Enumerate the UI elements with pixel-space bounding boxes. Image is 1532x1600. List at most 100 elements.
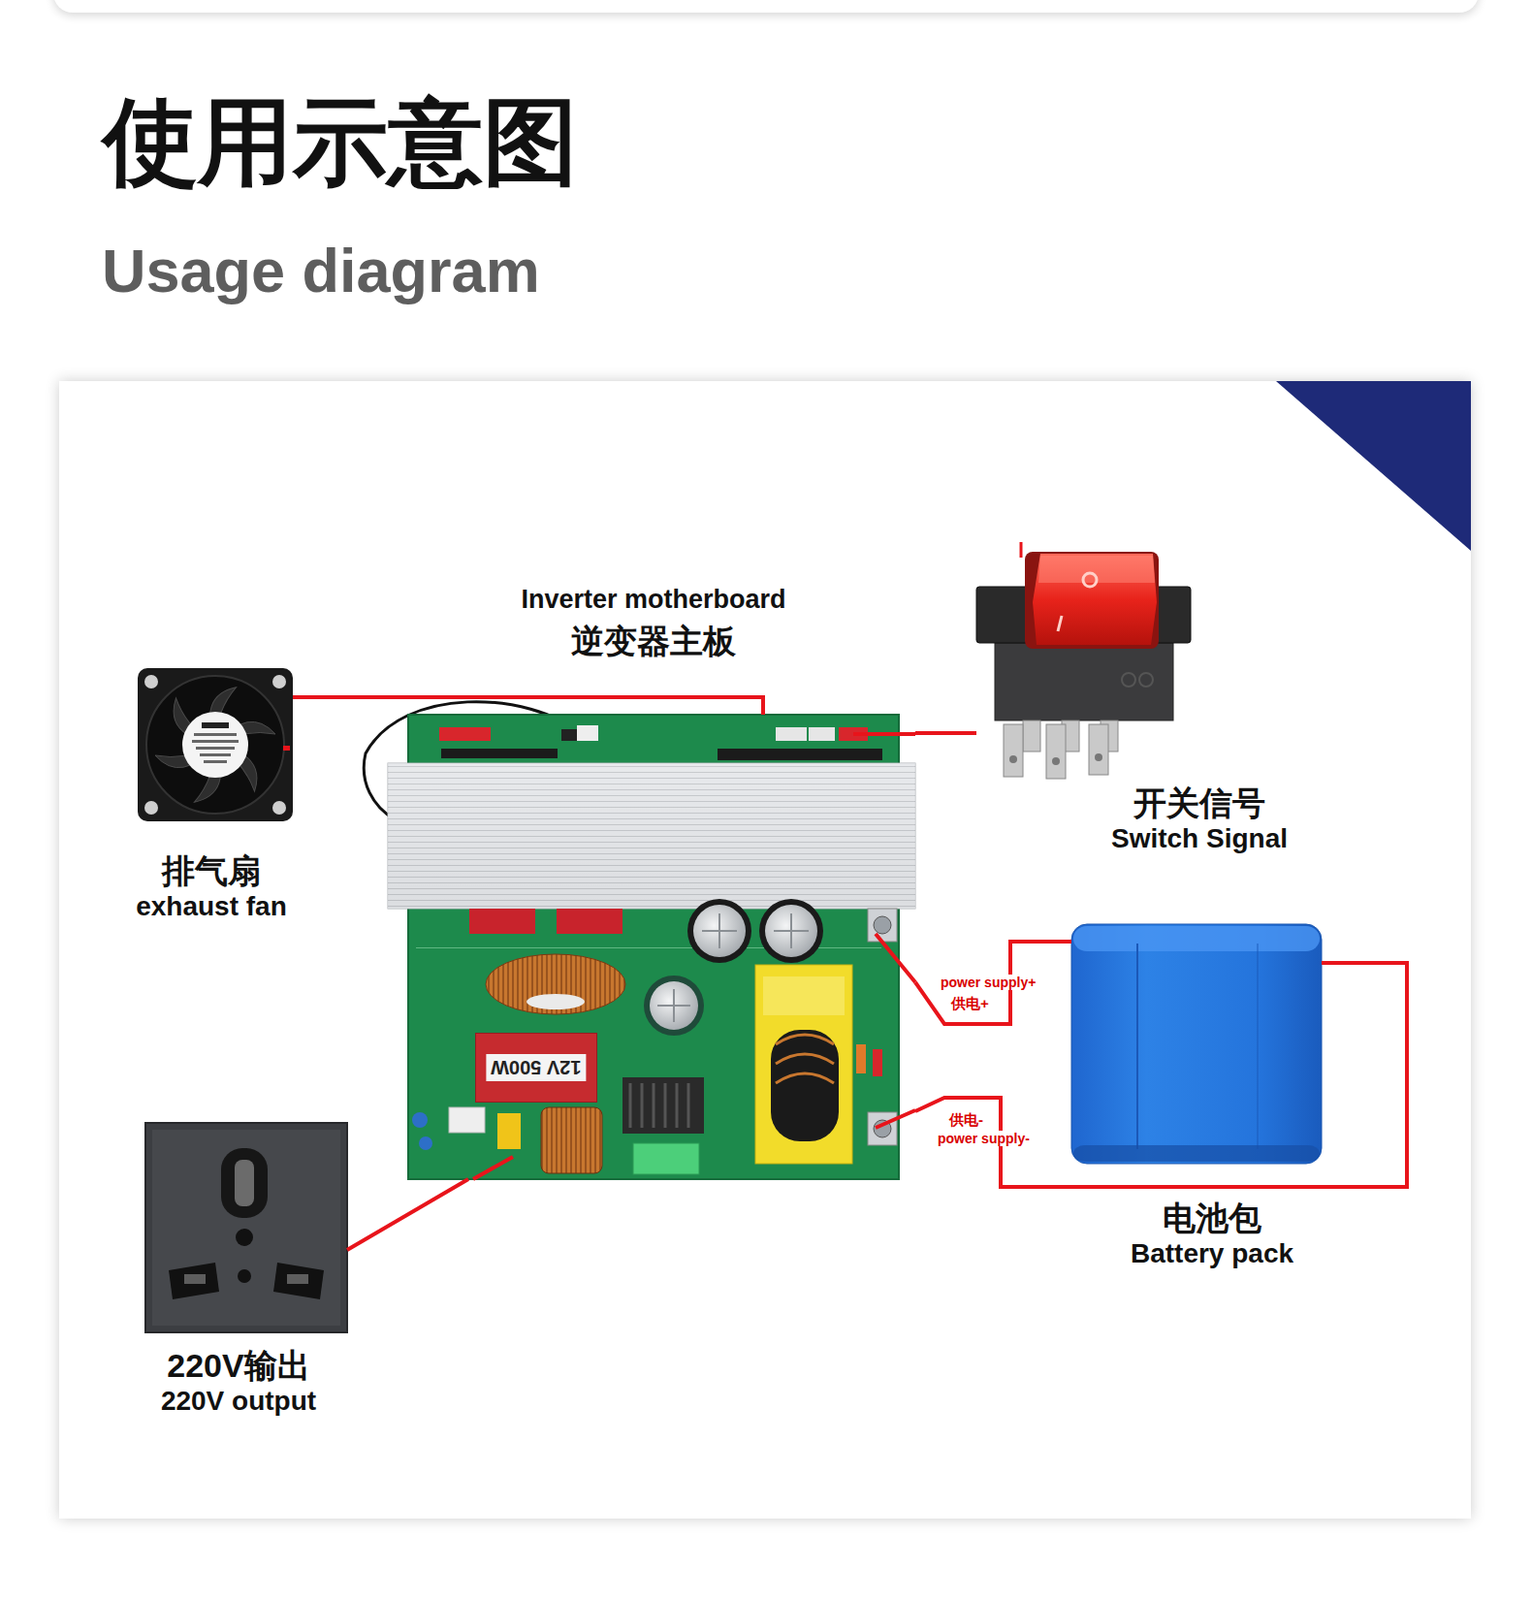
page-title: 使用示意图 [102, 94, 578, 190]
fan-art-part [283, 745, 290, 751]
component-label: 排气扇 [135, 851, 288, 891]
subtitle-box: Usage diagram [101, 240, 541, 302]
board-art-part [497, 1113, 521, 1149]
red-wire [915, 962, 1407, 1187]
exhaust-fan: 排气扇exhaust fan [137, 668, 293, 822]
socket-art-part [273, 1262, 324, 1300]
battery-art [1071, 924, 1322, 1164]
fan-art-part [199, 753, 231, 757]
red-wire [915, 941, 1072, 1024]
switch-art-part [1094, 753, 1103, 762]
switch-art-part-part [1046, 724, 1066, 779]
title-box: 使用示意图 [102, 94, 578, 190]
label-holder: power supply- [935, 1130, 1032, 1147]
terminal-label: 供电+ [949, 994, 991, 1013]
fan-art-part [272, 800, 287, 815]
switch-art-part-part [1088, 724, 1109, 775]
wire-label: power supply- [935, 1130, 1032, 1147]
terminal-label: 供电- [947, 1111, 986, 1129]
board-art-part [856, 1044, 866, 1074]
socket-art-part [237, 1269, 252, 1283]
node-caption: 排气扇exhaust fan [135, 851, 288, 924]
switch-art [976, 542, 1191, 779]
label-holder: 供电- [947, 1111, 986, 1129]
red-wire [347, 1179, 469, 1250]
subtitle: Usage diagram [101, 240, 541, 302]
node-caption: 电池包Battery pack [1130, 1198, 1294, 1271]
ac-socket: 220V输出220V output [145, 1122, 348, 1333]
label-holder: 供电+ [949, 994, 991, 1013]
component-label: 开关信号 [1111, 783, 1288, 823]
component-label: 逆变器主板 [520, 618, 786, 664]
socket-art-part [235, 1228, 254, 1246]
switch-art-part [1020, 542, 1023, 558]
board-art-part [867, 908, 897, 942]
switch-art-part [1009, 755, 1018, 764]
board-art-part [576, 725, 599, 741]
board-art-part [526, 993, 585, 1010]
rocker-switch: 开关信号Switch Signal [976, 543, 1191, 781]
board-art-part [418, 1136, 433, 1150]
socket-art-part [221, 1148, 268, 1218]
board-art-part [808, 727, 835, 741]
fan-art-part [146, 675, 285, 814]
battery-art-part [1071, 924, 1322, 1164]
fan-art-part [155, 680, 276, 808]
switch-art-part [1057, 615, 1062, 632]
board-art [363, 702, 916, 1180]
red-wire [915, 731, 977, 735]
board-art-part [441, 748, 558, 759]
board-art-part [867, 1112, 897, 1146]
board-art-part [775, 727, 807, 741]
component-label: 220V output [160, 1384, 317, 1418]
switch-art-part [1121, 672, 1136, 687]
board-art-part [763, 976, 845, 1016]
board-art-part [622, 1077, 704, 1134]
component-label: 220V输出 [160, 1345, 317, 1385]
socket-art-part [152, 1129, 341, 1326]
fan-art-part [193, 733, 237, 736]
inverter-board: Inverter motherboard逆变器主板12V 500W [383, 714, 916, 1180]
board-art-part [630, 1083, 689, 1128]
switch-art-part [1083, 573, 1097, 587]
switch-art-part [994, 642, 1174, 721]
board-art-part [412, 1112, 428, 1128]
board-art-part [717, 748, 883, 761]
battery-pack: 电池包Battery pack [1071, 924, 1322, 1164]
fan-art-part [191, 739, 239, 743]
board-art-part [755, 964, 853, 1164]
socket-art-part [184, 1274, 206, 1284]
socket-art-part [168, 1262, 220, 1300]
board-art-part [439, 727, 491, 741]
board-art-part [541, 1107, 603, 1174]
component-label: exhaust fan [135, 890, 288, 924]
fan-art-part [137, 668, 293, 822]
switch-art-part-part [1022, 720, 1041, 752]
component-marking: 12V 500W [485, 1053, 586, 1082]
node-caption: Inverter motherboard逆变器主板 [520, 579, 786, 664]
board-art-part [469, 908, 536, 934]
component-label: Switch Signal [1111, 822, 1288, 856]
socket-art [145, 1122, 348, 1333]
component-label: 电池包 [1130, 1198, 1294, 1238]
fan-art-part [195, 746, 235, 750]
switch-art-part-part [1003, 724, 1023, 777]
board-art-part [770, 1029, 839, 1142]
socket-art-part [287, 1274, 309, 1284]
battery-art-part [1073, 925, 1320, 952]
battery-art-part [1136, 943, 1139, 1149]
label-holder: power supply+ [938, 974, 1038, 990]
socket-art-part [145, 1122, 348, 1333]
top-card [53, 0, 1479, 13]
board-art-part [775, 1034, 834, 1084]
switch-art-part [1024, 551, 1159, 649]
node-caption: 220V输出220V output [160, 1345, 317, 1418]
node-caption: 开关信号Switch Signal [1111, 783, 1288, 856]
board-art-part [485, 954, 626, 1015]
switch-art-part [1003, 720, 1118, 779]
board-art-part [387, 763, 916, 909]
fan-art [137, 668, 293, 822]
power-module: 12V 500W [475, 1032, 598, 1103]
fan-art-part [272, 674, 287, 689]
